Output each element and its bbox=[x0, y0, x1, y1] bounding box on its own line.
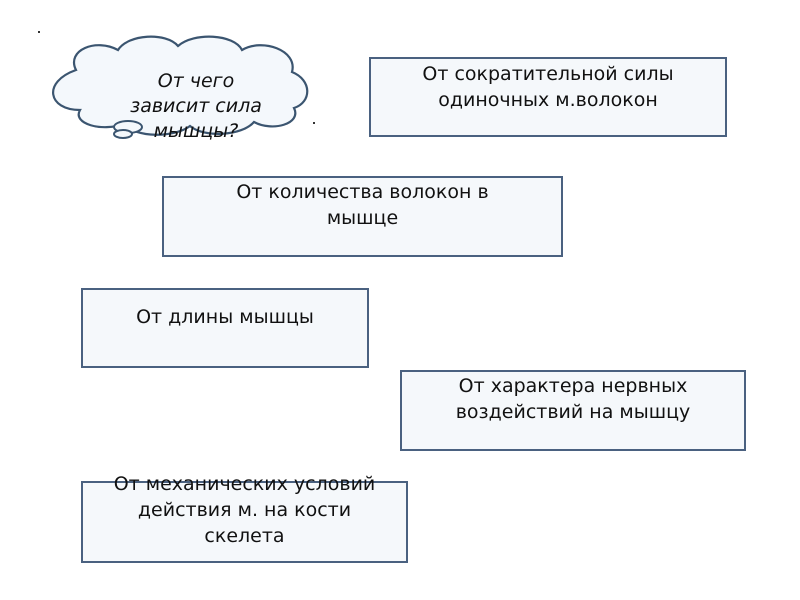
question-line: От чего bbox=[157, 70, 235, 92]
factor-line: От длины мышцы bbox=[136, 306, 314, 328]
factor-line: От механических условий bbox=[113, 473, 376, 495]
factor-line: От характера нервных bbox=[458, 375, 688, 397]
factor-box-contractile-force: От сократительной силы одиночных м.волок… bbox=[369, 57, 727, 137]
factor-line: мышце bbox=[326, 207, 399, 229]
thought-cloud: От чего зависит сила мышцы? bbox=[36, 28, 316, 143]
factor-line: воздействий на мышцу bbox=[455, 401, 691, 423]
decorative-dot bbox=[38, 31, 40, 33]
question-text: От чего зависит сила мышцы? bbox=[116, 69, 276, 144]
factor-line: От количества волокон в bbox=[236, 181, 489, 203]
factor-box-fiber-count: От количества волокон в мышце bbox=[162, 176, 563, 257]
factor-box-muscle-length: От длины мышцы bbox=[81, 288, 369, 368]
factor-line: скелета bbox=[204, 525, 285, 547]
question-line: зависит сила bbox=[130, 95, 262, 117]
factor-line: действия м. на кости bbox=[137, 499, 352, 521]
factor-line: одиночных м.волокон bbox=[438, 89, 658, 111]
factor-line: От сократительной силы bbox=[422, 63, 674, 85]
cloud-icon bbox=[52, 35, 309, 139]
factor-box-mechanical-conditions: От механических условий действия м. на к… bbox=[81, 473, 408, 563]
question-line: мышцы? bbox=[153, 120, 239, 142]
factor-box-nervous-influence: От характера нервных воздействий на мышц… bbox=[400, 370, 746, 451]
decorative-dot bbox=[313, 122, 315, 124]
